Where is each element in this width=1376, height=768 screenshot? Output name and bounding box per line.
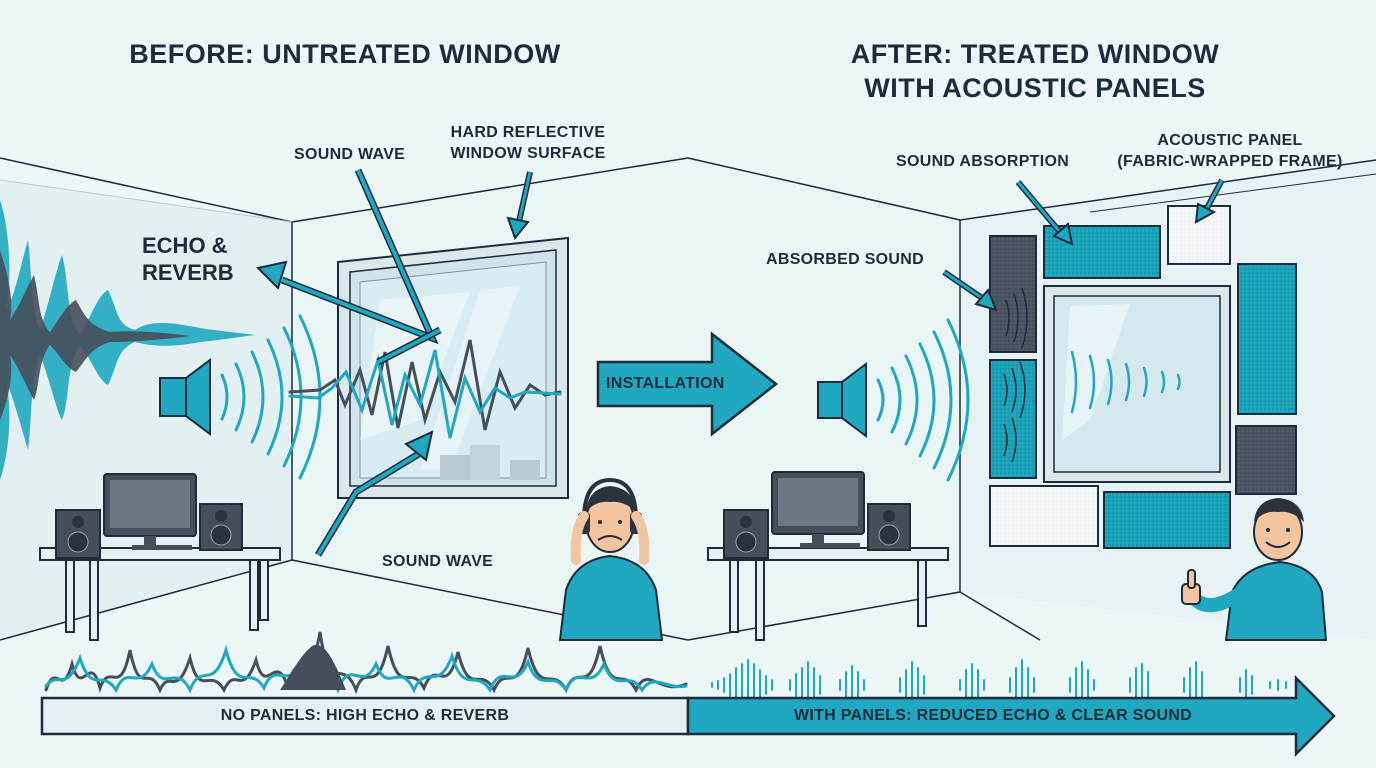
acoustic-panel <box>1237 263 1297 415</box>
installation-label: INSTALLATION <box>606 375 725 392</box>
studio-monitor-speakers <box>723 503 911 559</box>
thumbs-up-icon <box>1181 569 1201 605</box>
echo-label-2: REVERB <box>142 260 234 285</box>
acoustic-panel <box>989 235 1037 353</box>
treated-window <box>1043 285 1231 483</box>
speaker-icon <box>159 358 211 436</box>
after-title-line1: AFTER: TREATED WINDOW <box>850 39 1220 69</box>
absorbed-arcs-on-panels <box>1003 287 1028 463</box>
sound-wave-label-bottom: SOUND WAVE <box>382 553 494 570</box>
chaotic-waves <box>288 339 562 439</box>
hard-surface-label-1: HARD REFLECTIVE <box>450 124 606 141</box>
bar-left-text: NO PANELS: HIGH ECHO & REVERB <box>220 707 510 724</box>
sound-arcs-right <box>876 318 970 482</box>
acoustic-panel <box>1235 425 1297 495</box>
untreated-window <box>337 236 569 499</box>
acoustic-panels <box>989 205 1297 549</box>
after-title-line2: WITH ACOUSTIC PANELS <box>864 73 1206 103</box>
bar-left-panel <box>40 696 690 736</box>
sound-absorption-label: SOUND ABSORPTION <box>896 153 1070 170</box>
acoustic-panel-label-2: (FABRIC-WRAPPED FRAME) <box>1117 153 1343 170</box>
bar-right-text: WITH PANELS: REDUCED ECHO & CLEAR SOUND <box>793 707 1193 724</box>
hard-surface-label-2: WINDOW SURFACE <box>450 145 606 162</box>
echo-waveform <box>0 200 255 480</box>
echo-label-1: ECHO & <box>142 233 228 258</box>
bar-right-arrow <box>686 674 1336 758</box>
reflection-arrows <box>280 168 442 557</box>
reduced-arcs <box>1070 350 1181 414</box>
person-icon <box>558 486 664 641</box>
acoustic-panel-label-1: ACOUSTIC PANEL <box>1157 132 1303 149</box>
acoustic-panel <box>1103 491 1231 549</box>
studio-monitor-speakers <box>55 503 243 559</box>
before-title: BEFORE: UNTREATED WINDOW <box>129 39 561 69</box>
sound-wave-label-top: SOUND WAVE <box>294 146 406 163</box>
monitor-icon <box>103 473 197 550</box>
headphones-icon <box>570 477 650 565</box>
person-icon <box>1189 498 1328 641</box>
installation-arrow <box>596 331 779 437</box>
absorbed-sound-label: ABSORBED SOUND <box>766 251 924 268</box>
speaker-icon <box>817 362 867 438</box>
annotation-arrows-right <box>942 178 1225 312</box>
monitor-icon <box>771 471 865 548</box>
acoustic-panel <box>989 485 1099 547</box>
bottom-waveform-left <box>44 631 688 695</box>
